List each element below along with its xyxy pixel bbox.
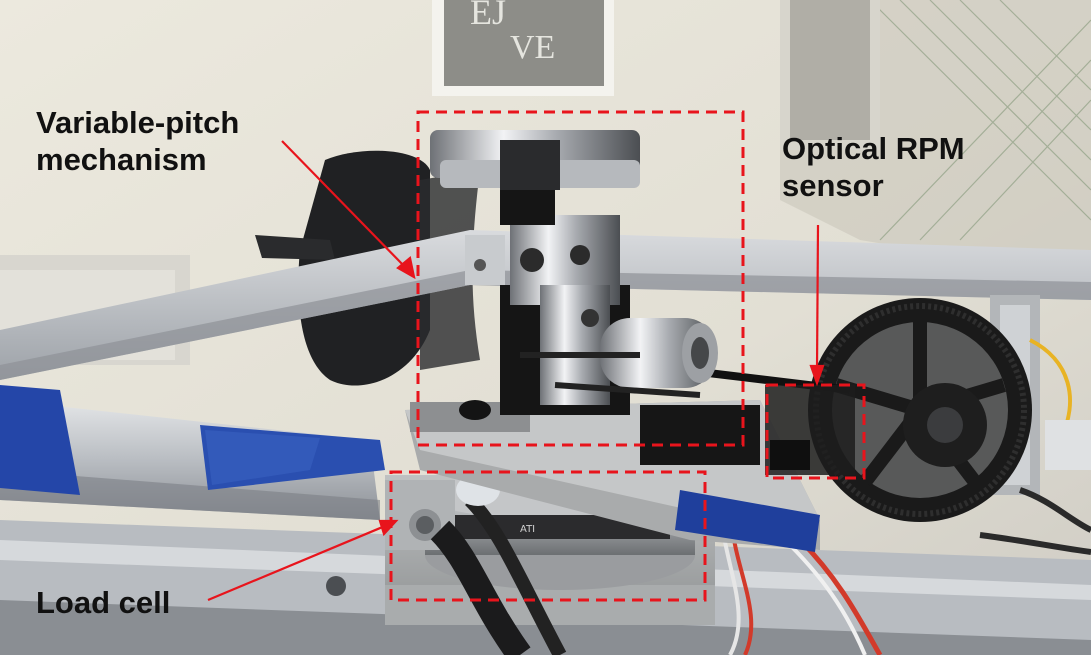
rpm-label-line1: Optical RPM	[782, 131, 965, 166]
svg-text:ATI: ATI	[520, 524, 535, 535]
load-cell-box	[389, 470, 707, 602]
variable-pitch-mechanism-label: Variable-pitch mechanism	[36, 104, 239, 178]
rpm-label-line2: sensor	[782, 168, 884, 203]
pitch-mechanism-box	[416, 110, 745, 447]
load-cell-label: Load cell	[36, 584, 170, 621]
rpm-sensor-box	[765, 383, 866, 480]
pitch-label-line2: mechanism	[36, 142, 207, 177]
optical-rpm-sensor-label: Optical RPM sensor	[782, 130, 965, 204]
load-label-line1: Load cell	[36, 585, 171, 620]
pitch-label-line1: Variable-pitch	[36, 105, 240, 140]
svg-text:EJ: EJ	[470, 0, 506, 32]
svg-text:VE: VE	[510, 29, 555, 66]
